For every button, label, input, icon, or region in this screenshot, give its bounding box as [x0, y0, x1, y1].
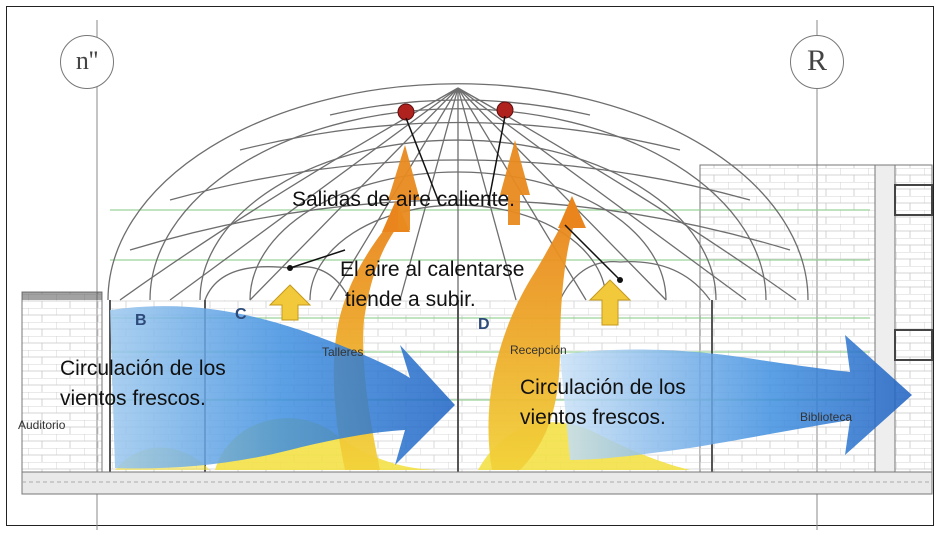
cool-air-left — [110, 306, 455, 469]
annotation-rising-air-2: tiende a subir. — [345, 288, 476, 311]
annotation-rising-air-1: El aire al calentarse — [340, 258, 525, 281]
vent-left — [397, 103, 415, 121]
annotation-circulation-left-1: Circulación de los — [60, 357, 226, 380]
plume-arrow-right — [558, 196, 586, 228]
annotation-hot-air-outlets: Salidas de aire caliente. — [292, 188, 515, 211]
yellow-arrow-right — [588, 279, 632, 326]
hot-arrow-right — [500, 140, 530, 225]
ground-strip — [21, 471, 933, 495]
cool-air-right — [560, 335, 912, 460]
leader-lines — [289, 115, 621, 281]
annotation-circulation-right-1: Circulación de los — [520, 376, 686, 399]
left-building — [21, 291, 103, 473]
room-label-auditorio: Auditorio — [18, 418, 66, 432]
grid-marker-right: R — [790, 35, 844, 89]
annotation-circulation-right-2: vientos frescos. — [520, 406, 666, 429]
warm-plume-right — [488, 215, 575, 470]
annotation-circulation-left-2: vientos frescos. — [60, 387, 206, 410]
room-label-recepcion: Recepción — [510, 343, 567, 357]
hot-arrow-left — [388, 145, 420, 230]
grid-marker-left: n'' — [60, 35, 114, 89]
section-letter-b: B — [135, 312, 147, 329]
room-label-biblioteca: Biblioteca — [800, 410, 853, 424]
drawing-frame — [6, 6, 934, 526]
section-letter-d: D — [478, 316, 490, 333]
room-label-talleres: Talleres — [322, 345, 364, 359]
yellow-arrow-left — [268, 284, 312, 321]
section-letter-c: C — [235, 306, 247, 323]
vent-right — [496, 101, 514, 119]
